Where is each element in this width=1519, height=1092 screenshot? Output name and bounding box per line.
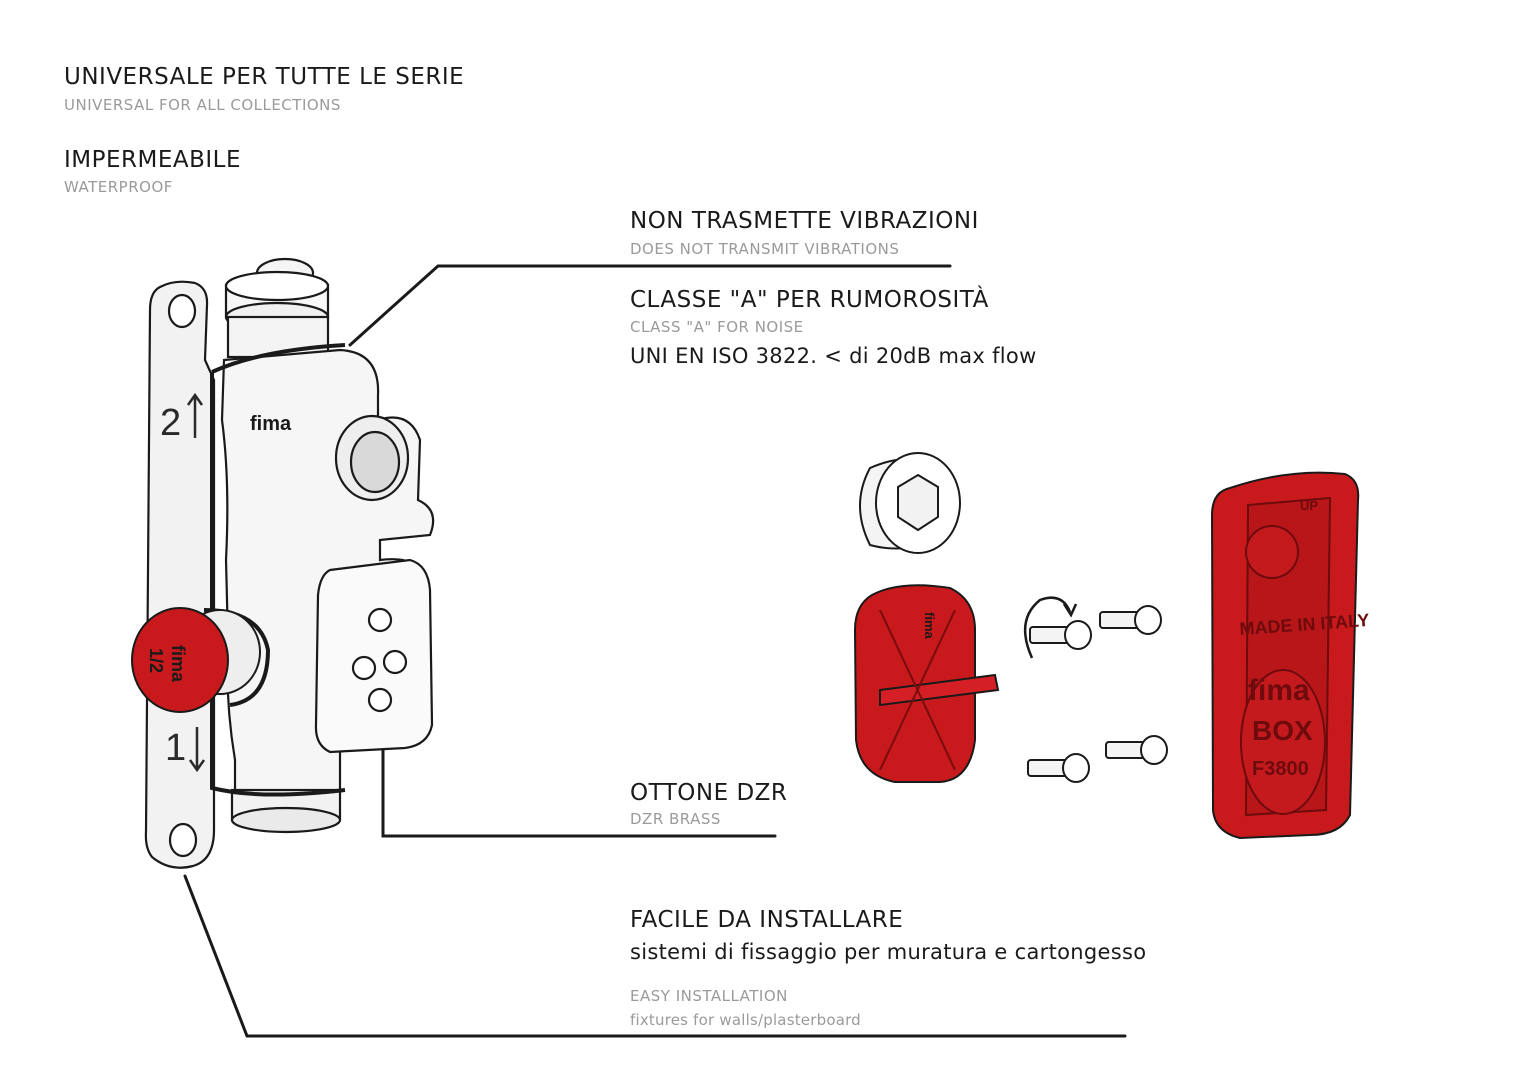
bracket-up-number: 2 xyxy=(160,402,181,444)
mounting-bracket xyxy=(144,280,216,869)
knob-size-label: 1/2 xyxy=(146,648,166,673)
leader-install xyxy=(183,874,1127,1038)
cover-brand: fima xyxy=(1248,674,1310,707)
arrow-up-icon xyxy=(186,392,204,438)
knob-brand-label: fima xyxy=(168,645,188,683)
rotation-arrowhead-icon xyxy=(1062,603,1078,618)
waterproof-title-it: IMPERMEABILE xyxy=(64,147,242,173)
noise-title-it: CLASSE "A" PER RUMOROSITÀ xyxy=(630,287,989,313)
noise-title-en: CLASS "A" FOR NOISE xyxy=(630,318,804,336)
rotation-arrow-icon xyxy=(1023,596,1072,659)
arrow-down-icon xyxy=(188,727,206,773)
bracket-down-number: 1 xyxy=(165,727,186,769)
install-desc-en: fixtures for walls/plasterboard xyxy=(630,1011,861,1029)
universal-title-en: UNIVERSAL FOR ALL COLLECTIONS xyxy=(64,96,341,114)
vibration-title-it: NON TRASMETTE VIBRAZIONI xyxy=(630,208,979,234)
leader-vibration xyxy=(348,264,952,347)
leader-brass xyxy=(381,710,777,838)
install-desc-it: sistemi di fissaggio per muratura e cart… xyxy=(630,940,1147,964)
valve-body xyxy=(220,257,435,834)
waterproof-title-en: WATERPROOF xyxy=(64,178,173,196)
red-cover-plate: MADE IN ITALY fima BOX F3800 UP xyxy=(1210,471,1370,840)
valve-brand-logo: fima xyxy=(250,413,292,435)
red-knob: fima 1/2 xyxy=(131,607,261,713)
screws xyxy=(1027,605,1168,783)
universal-title-it: UNIVERSALE PER TUTTE LE SERIE xyxy=(64,64,465,90)
brass-title-it: OTTONE DZR xyxy=(630,780,788,806)
vibration-title-en: DOES NOT TRANSMIT VIBRATIONS xyxy=(630,240,900,258)
brass-title-en: DZR BRASS xyxy=(630,810,721,828)
leader-lines xyxy=(183,264,1127,1038)
install-title-en: EASY INSTALLATION xyxy=(630,987,788,1005)
white-plug xyxy=(859,452,961,554)
cover-box-label: BOX xyxy=(1252,715,1313,746)
red-cap: fima xyxy=(853,584,1000,783)
cover-up-label: UP xyxy=(1300,498,1318,513)
cover-model: F3800 xyxy=(1252,758,1309,780)
red-cap-brand: fima xyxy=(922,612,937,640)
install-title-it: FACILE DA INSTALLARE xyxy=(630,907,904,933)
noise-spec: UNI EN ISO 3822. < di 20dB max flow xyxy=(630,344,1037,368)
